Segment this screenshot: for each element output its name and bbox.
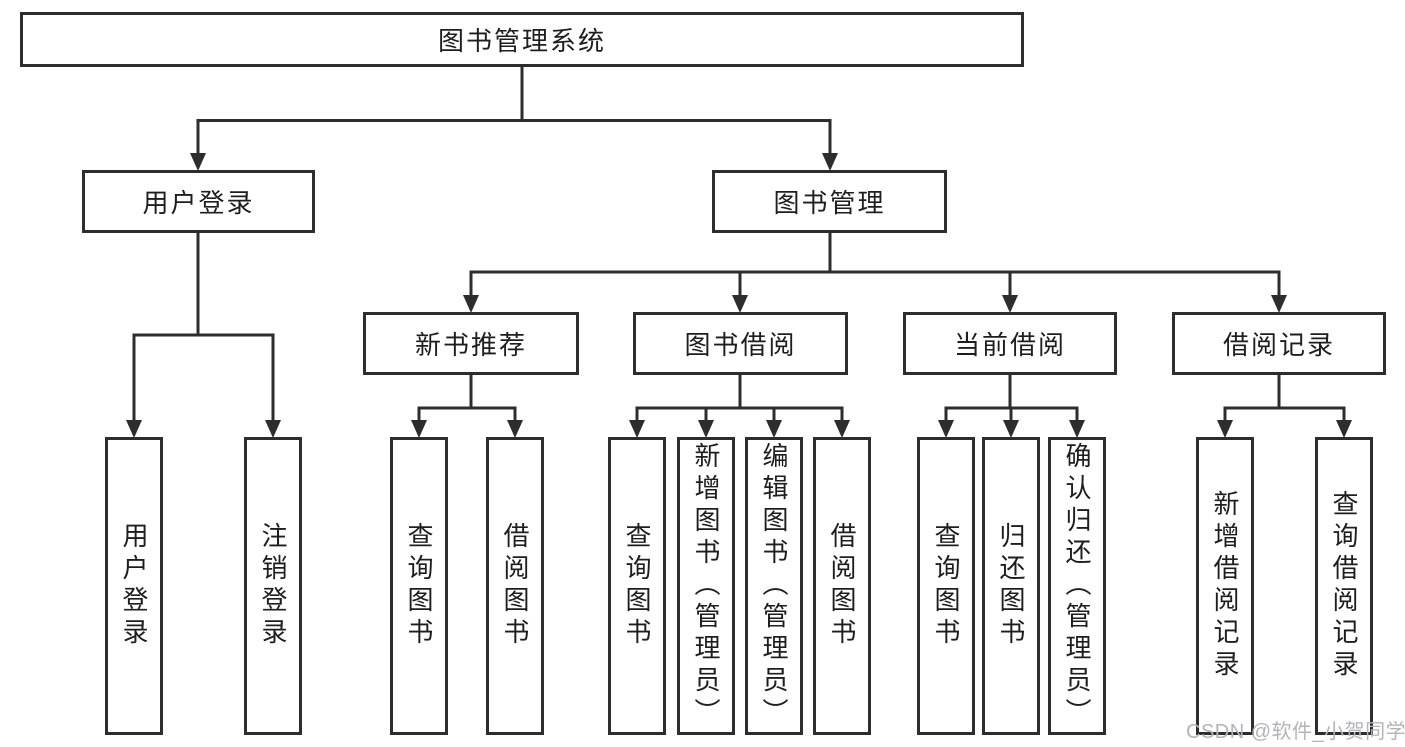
arrowhead-leaf-borrow-books-2 [834, 420, 850, 438]
node-library-system: 图书管理系统 [20, 12, 1024, 67]
arrowhead-leaf-return-books [1003, 420, 1019, 438]
leaf-query-borrow-record: 查询借阅记录 [1315, 437, 1373, 735]
node-label: 图书借阅 [684, 330, 797, 360]
arrowhead-leaf-edit-books [766, 420, 782, 438]
arrowhead-leaf-add-record [1217, 420, 1233, 438]
node-book-borrow: 图书借阅 [633, 312, 848, 375]
node-user-login: 用户登录 [82, 170, 315, 233]
node-label: 图书管理 [773, 188, 886, 218]
arrowhead-user-login [190, 153, 206, 171]
arrowhead-borrow-records [1271, 295, 1287, 313]
node-label: 查询图书 [622, 522, 652, 650]
arrowhead-leaf-user-login [126, 420, 142, 438]
leaf-logout-login: 注销登录 [244, 437, 302, 735]
leaf-borrow-books-1: 借阅图书 [486, 437, 544, 735]
node-label: 查询图书 [404, 522, 434, 650]
leaf-borrow-books-2: 借阅图书 [813, 437, 871, 735]
arrowhead-book-borrow [732, 295, 748, 313]
arrowhead-leaf-query-books-3 [938, 420, 954, 438]
node-label: 新书推荐 [414, 330, 527, 360]
node-label: 注销登录 [258, 522, 288, 650]
node-label: 新增图书（管理员） [691, 442, 721, 730]
arrowhead-leaf-query-books-2 [629, 420, 645, 438]
arrowhead-current-borrow [1002, 295, 1018, 313]
arrowhead-book-management [822, 153, 838, 171]
leaf-edit-books-admin: 编辑图书（管理员） [745, 437, 803, 735]
leaf-query-books-1: 查询图书 [390, 437, 448, 735]
node-label: 新增借阅记录 [1210, 490, 1240, 682]
arrowhead-leaf-confirm-return [1069, 420, 1085, 438]
node-new-book-recommend: 新书推荐 [363, 312, 579, 375]
leaf-confirm-return-admin: 确认归还（管理员） [1048, 437, 1106, 735]
arrowhead-leaf-logout [265, 420, 281, 438]
arrowhead-leaf-add-books [698, 420, 714, 438]
node-label: 用户登录 [119, 522, 149, 650]
node-label: 借阅图书 [827, 522, 857, 650]
node-label: 借阅图书 [500, 522, 530, 650]
node-label: 查询图书 [931, 522, 961, 650]
node-label: 当前借阅 [953, 330, 1066, 360]
leaf-add-books-admin: 新增图书（管理员） [677, 437, 735, 735]
leaf-query-books-2: 查询图书 [608, 437, 666, 735]
node-label: 用户登录 [142, 188, 255, 218]
node-current-borrow: 当前借阅 [903, 312, 1117, 375]
leaf-query-books-3: 查询图书 [917, 437, 975, 735]
csdn-watermark: CSDN @软件_小贺同学 [1186, 721, 1405, 743]
node-book-management: 图书管理 [712, 170, 947, 233]
leaf-user-login: 用户登录 [105, 437, 163, 735]
node-label: 归还图书 [996, 522, 1026, 650]
node-label: 图书管理系统 [437, 26, 606, 56]
node-label: 查询借阅记录 [1329, 490, 1359, 682]
arrowhead-new-book-recommend [463, 295, 479, 313]
arrowhead-leaf-query-books-1 [411, 420, 427, 438]
leaf-return-books: 归还图书 [982, 437, 1040, 735]
leaf-add-borrow-record: 新增借阅记录 [1196, 437, 1254, 735]
node-label: 编辑图书（管理员） [759, 442, 789, 730]
node-borrow-records: 借阅记录 [1172, 312, 1386, 375]
arrowhead-leaf-borrow-books-1 [507, 420, 523, 438]
arrowhead-leaf-query-record [1336, 420, 1352, 438]
node-label: 借阅记录 [1222, 330, 1335, 360]
node-label: 确认归还（管理员） [1062, 442, 1092, 730]
